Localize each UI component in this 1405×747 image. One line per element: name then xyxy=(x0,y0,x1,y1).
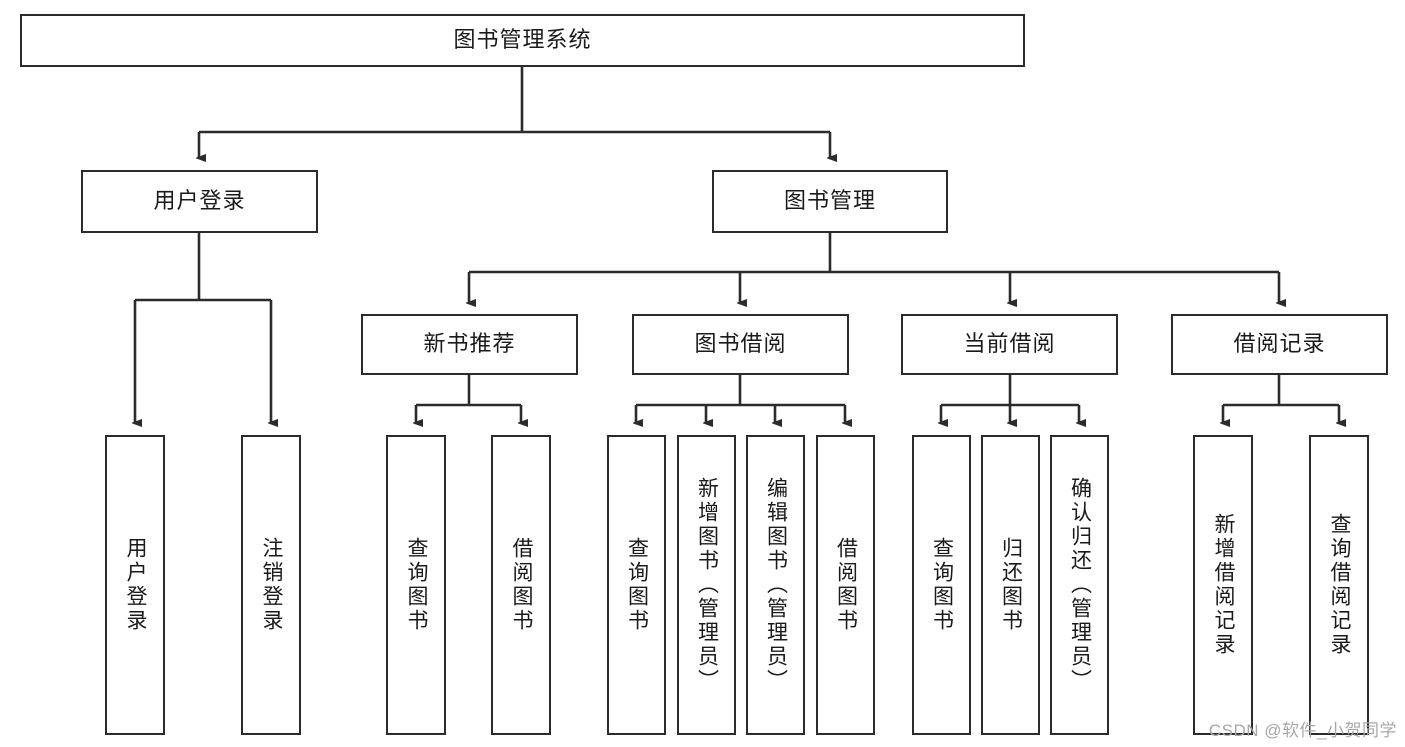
node-user-login[interactable]: 用户登录 xyxy=(81,170,318,233)
node-leaf-return-book[interactable]: 归还图书 xyxy=(981,435,1040,735)
node-book-borrow[interactable]: 图书借阅 xyxy=(632,314,849,375)
node-leaf-borrow-book-2-label: 借阅图书 xyxy=(834,537,858,633)
node-leaf-user-login-label: 用户登录 xyxy=(124,537,148,633)
node-user-login-label: 用户登录 xyxy=(153,188,246,214)
node-borrow-record[interactable]: 借阅记录 xyxy=(1171,314,1388,375)
node-leaf-add-record[interactable]: 新增借阅记录 xyxy=(1193,435,1253,735)
node-leaf-user-logout[interactable]: 注销登录 xyxy=(241,435,301,735)
node-leaf-user-logout-label: 注销登录 xyxy=(260,537,284,633)
node-leaf-edit-book-label: 编辑图书（管理员） xyxy=(764,477,788,693)
node-leaf-query-record-label: 查询借阅记录 xyxy=(1328,513,1352,657)
node-leaf-edit-book[interactable]: 编辑图书（管理员） xyxy=(746,435,805,735)
node-current-borrow-label: 当前借阅 xyxy=(963,331,1056,357)
watermark-text: CSDN @软件_小贺同学 xyxy=(1208,721,1397,740)
node-current-borrow[interactable]: 当前借阅 xyxy=(901,314,1118,375)
node-borrow-record-label: 借阅记录 xyxy=(1233,331,1326,357)
node-new-book-recommend[interactable]: 新书推荐 xyxy=(361,314,578,375)
node-leaf-borrow-book-2[interactable]: 借阅图书 xyxy=(816,435,875,735)
node-book-borrow-label: 图书借阅 xyxy=(694,331,787,357)
node-leaf-add-record-label: 新增借阅记录 xyxy=(1212,513,1236,657)
node-book-manage[interactable]: 图书管理 xyxy=(712,170,948,233)
node-leaf-query-book-2[interactable]: 查询图书 xyxy=(607,435,666,735)
node-leaf-confirm-return-label: 确认归还（管理员） xyxy=(1068,477,1092,693)
node-book-manage-label: 图书管理 xyxy=(783,188,876,214)
node-leaf-borrow-book-1[interactable]: 借阅图书 xyxy=(491,435,551,735)
node-leaf-confirm-return[interactable]: 确认归还（管理员） xyxy=(1050,435,1109,735)
node-leaf-add-book[interactable]: 新增图书（管理员） xyxy=(677,435,736,735)
node-leaf-user-login[interactable]: 用户登录 xyxy=(105,435,165,735)
node-leaf-query-record[interactable]: 查询借阅记录 xyxy=(1309,435,1369,735)
node-leaf-borrow-book-1-label: 借阅图书 xyxy=(510,537,534,633)
node-leaf-query-book-3-label: 查询图书 xyxy=(930,537,954,633)
node-leaf-query-book-2-label: 查询图书 xyxy=(625,537,649,633)
node-leaf-query-book-1[interactable]: 查询图书 xyxy=(386,435,446,735)
node-root-label: 图书管理系统 xyxy=(453,27,592,53)
node-leaf-query-book-1-label: 查询图书 xyxy=(405,537,429,633)
node-leaf-return-book-label: 归还图书 xyxy=(999,537,1023,633)
node-root[interactable]: 图书管理系统 xyxy=(20,14,1025,67)
node-leaf-add-book-label: 新增图书（管理员） xyxy=(695,477,719,693)
node-new-book-recommend-label: 新书推荐 xyxy=(423,331,516,357)
node-leaf-query-book-3[interactable]: 查询图书 xyxy=(912,435,971,735)
